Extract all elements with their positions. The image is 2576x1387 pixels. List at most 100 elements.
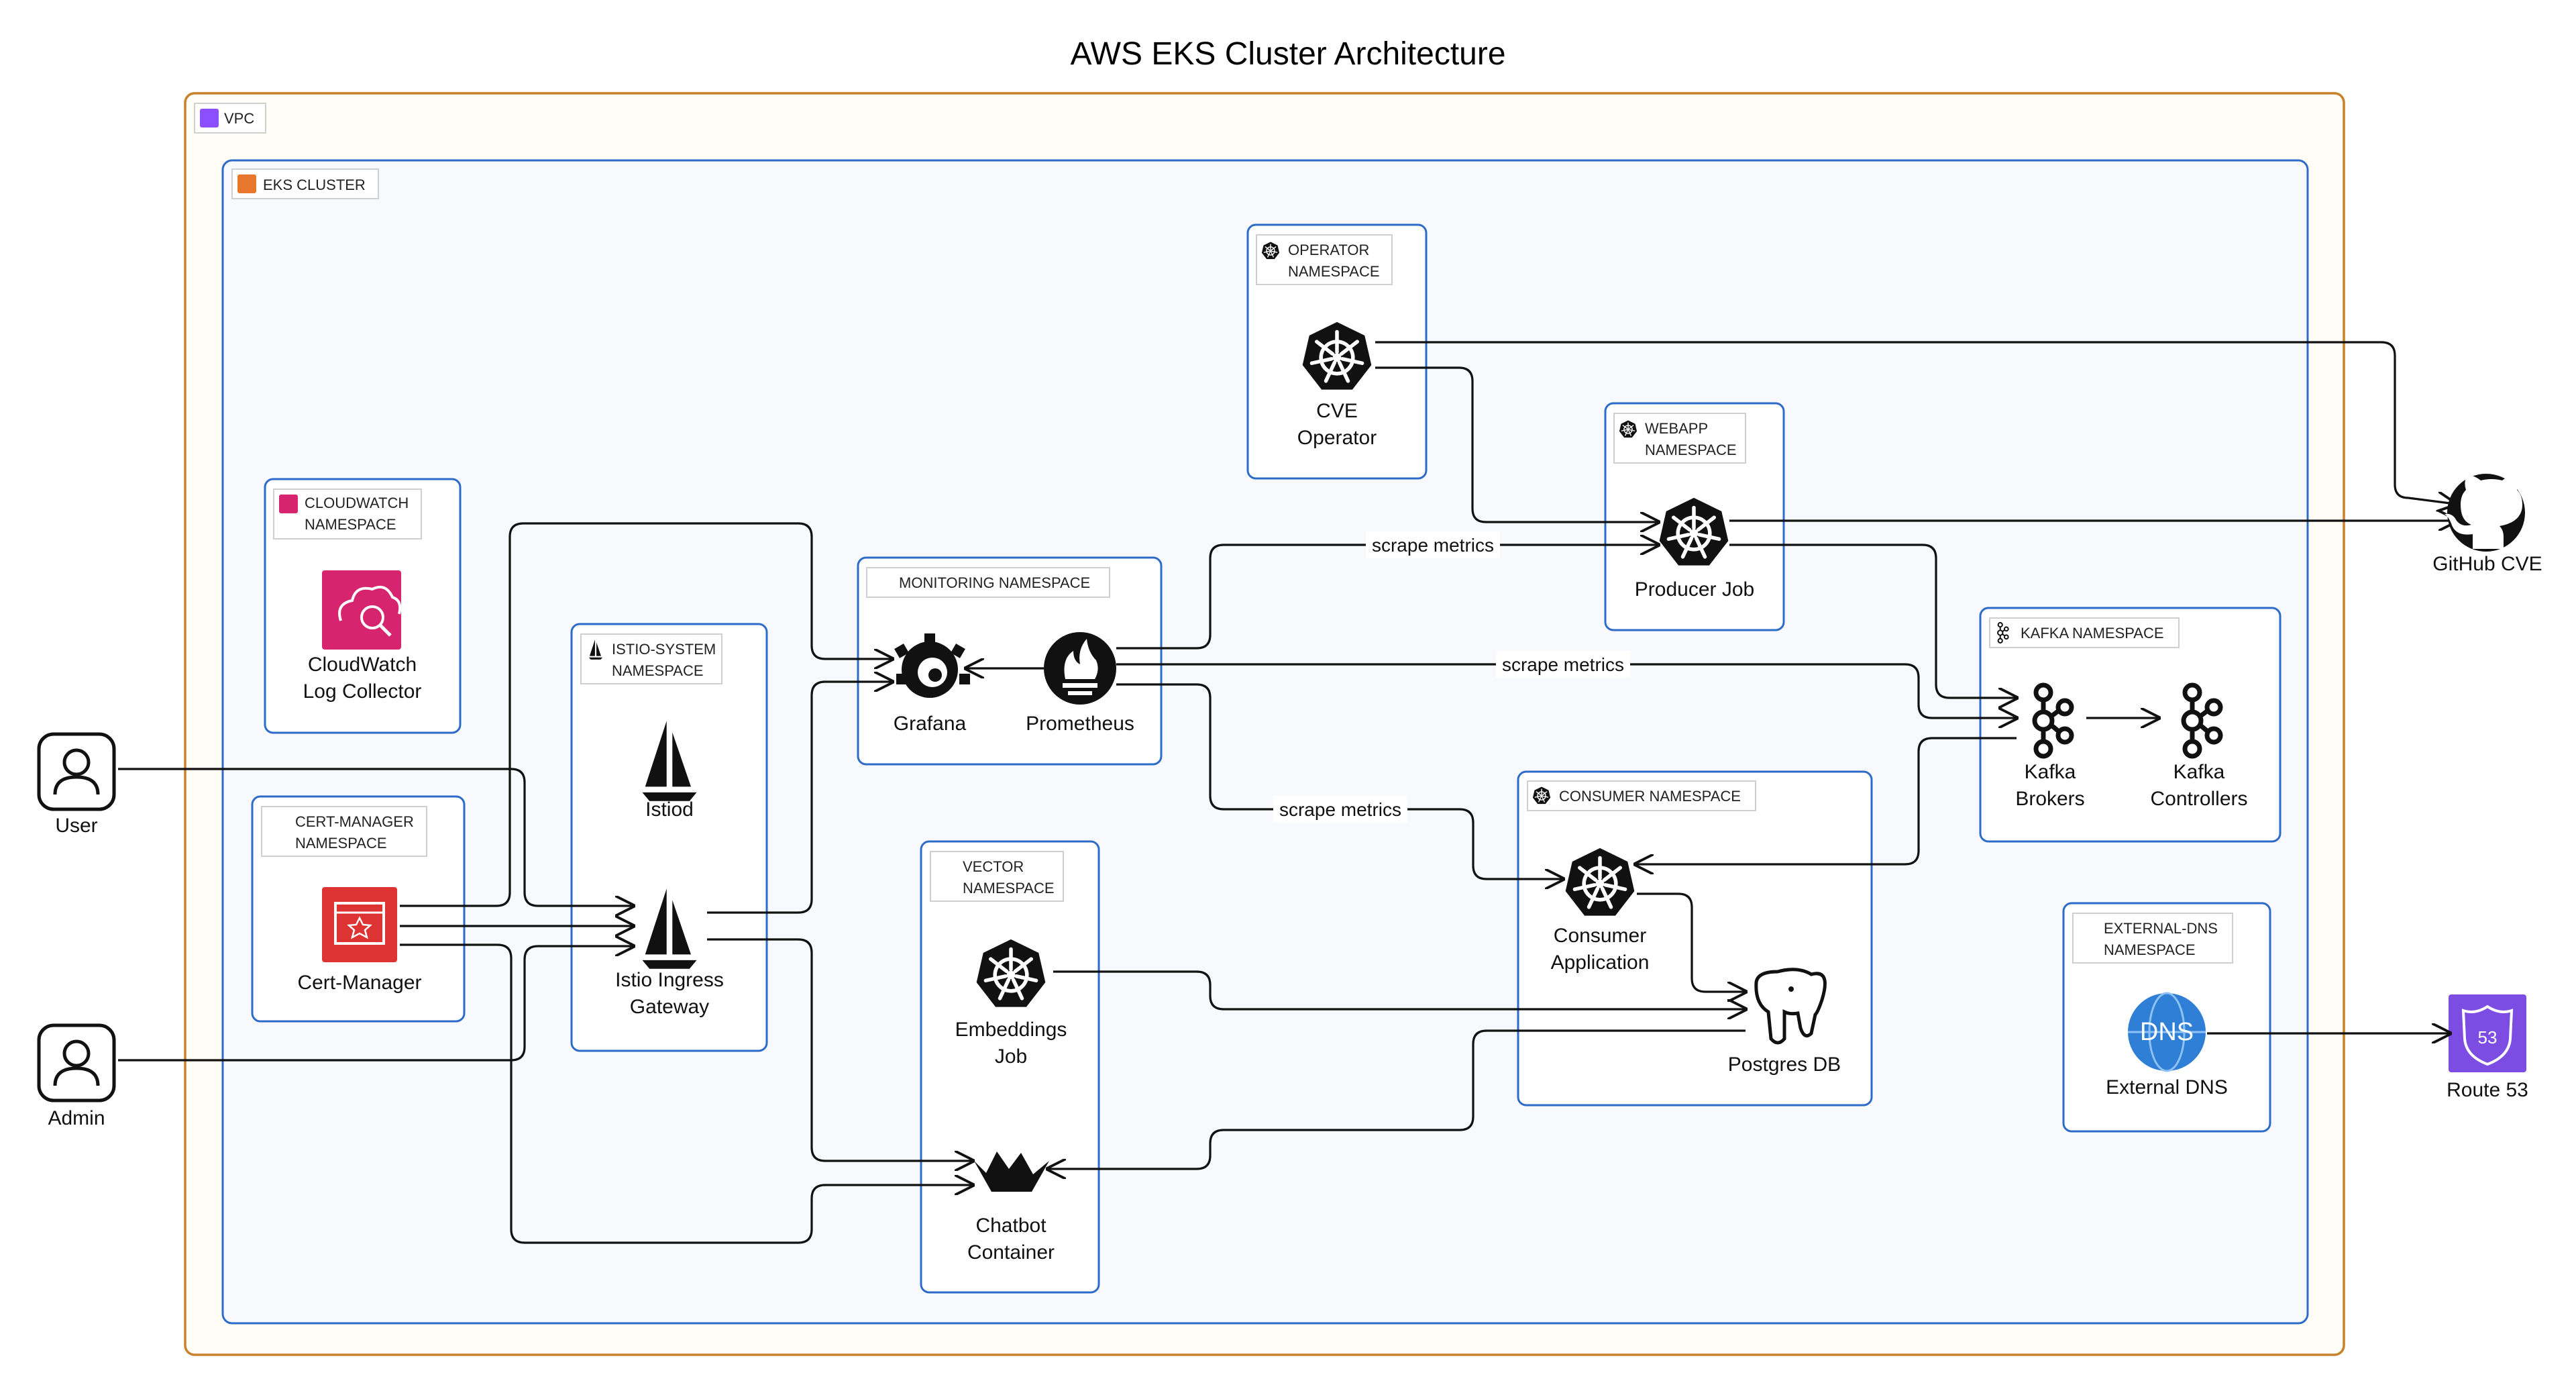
node-label: Container: [967, 1241, 1055, 1264]
node-label: Postgres DB: [1728, 1054, 1841, 1076]
consumer-namespace-label: CONSUMER NAMESPACE: [1559, 788, 1741, 805]
edge-consumer-to-postgres: [1637, 892, 1746, 992]
node-label: Operator: [1297, 427, 1377, 449]
cloudwatch-namespace-label-2: NAMESPACE: [305, 516, 396, 533]
operator-namespace-label-1: OPERATOR: [1288, 242, 1369, 258]
edge-admin-to-gateway: [118, 946, 633, 1062]
cloudwatch-icon: [322, 570, 401, 650]
node-label: Embeddings: [955, 1019, 1067, 1041]
node-label: Prometheus: [1026, 713, 1134, 735]
kafka-controllers-node[interactable]: Kafka Controllers: [2150, 685, 2248, 810]
grafana-node[interactable]: Grafana: [894, 633, 970, 735]
user-actor[interactable]: User: [39, 734, 114, 837]
node-label: Application: [1551, 952, 1650, 974]
connectors: [118, 341, 2457, 1244]
node-label: Controllers: [2150, 788, 2247, 810]
dns-globe-icon: DNS: [2128, 992, 2206, 1072]
vector-namespace-label-1: VECTOR: [963, 858, 1024, 875]
node-label: CVE: [1316, 400, 1358, 422]
postgres-elephant-icon: [1754, 968, 1827, 1045]
node-label: Consumer: [1554, 925, 1646, 947]
certificate-icon: [322, 887, 397, 962]
node-label: Kafka: [2025, 761, 2076, 783]
node-label: Log Collector: [303, 680, 422, 703]
route53-node[interactable]: 53 Route 53: [2447, 994, 2528, 1101]
vpc-label: VPC: [224, 110, 254, 127]
producer-job-node[interactable]: Producer Job: [1635, 498, 1754, 601]
edge-certmanager-to-grafana: [400, 522, 892, 907]
edge-gateway-to-grafana: [707, 682, 892, 914]
diagram-title: AWS EKS Cluster Architecture: [1070, 36, 1505, 72]
eks-label: EKS CLUSTER: [263, 176, 366, 193]
admin-icon: [39, 1025, 114, 1100]
istio-namespace-label-2: NAMESPACE: [612, 662, 704, 679]
node-label: User: [55, 815, 97, 837]
node-label: Grafana: [894, 713, 967, 735]
istiod-node[interactable]: Istiod: [642, 721, 697, 821]
external-dns-namespace-label-1: EXTERNAL-DNS: [2104, 920, 2218, 937]
edge-certmanager-to-chatbot: [400, 943, 973, 1244]
node-label: Kafka: [2174, 761, 2225, 783]
edge-postgres-to-chatbot: [1048, 1029, 1746, 1169]
kafka-brokers-node[interactable]: Kafka Brokers: [2015, 685, 2085, 810]
webapp-namespace-label-2: NAMESPACE: [1645, 442, 1737, 458]
kafka-namespace: KAFKA NAMESPACE: [1979, 607, 2282, 843]
cve-operator-node[interactable]: CVE Operator: [1297, 322, 1377, 449]
cloudwatch-node[interactable]: CloudWatch Log Collector: [303, 570, 422, 703]
prometheus-icon: [1044, 632, 1116, 705]
embeddings-job-node[interactable]: Embeddings Job: [955, 939, 1067, 1068]
github-cve-node[interactable]: GitHub CVE: [2432, 474, 2542, 575]
edge-operator-to-github: [1375, 341, 2455, 504]
edge-label-scrape-consumer: scrape metrics: [1273, 796, 1407, 823]
node-label: Brokers: [2015, 788, 2084, 810]
node-label: Cert-Manager: [297, 972, 421, 994]
cloudwatch-namespace-label-1: CLOUDWATCH: [305, 495, 409, 511]
edge-gateway-to-chatbot: [707, 938, 973, 1161]
edge-prometheus-scrape-kafka: [1116, 663, 2017, 718]
node-label: External DNS: [2106, 1076, 2228, 1098]
edge-label-scrape-webapp: scrape metrics: [1366, 531, 1500, 558]
monitoring-namespace: MONITORING NAMESPACE: [857, 556, 1163, 766]
edge-label-text: scrape metrics: [1372, 535, 1494, 556]
node-label: Job: [995, 1045, 1027, 1068]
user-icon: [39, 734, 114, 809]
chatbot-container-node[interactable]: Chatbot Container: [967, 1151, 1055, 1264]
istio-namespace-label-1: ISTIO-SYSTEM: [612, 641, 716, 658]
external-dns-node[interactable]: DNS External DNS: [2106, 992, 2228, 1098]
monitoring-namespace-label: MONITORING NAMESPACE: [899, 574, 1090, 591]
github-icon: [2445, 474, 2525, 552]
edge-producer-to-kafka: [1729, 544, 2017, 698]
cloudwatch-namespace: CLOUDWATCH NAMESPACE: [264, 478, 462, 734]
grafana-icon: [894, 633, 970, 698]
edge-label-text: scrape metrics: [1279, 799, 1401, 820]
vpc-badge-icon: [200, 109, 219, 127]
istio-ingress-gateway-node[interactable]: Istio Ingress Gateway: [615, 888, 724, 1018]
node-label: Chatbot: [975, 1215, 1046, 1237]
webapp-namespace-label-1: WEBAPP: [1645, 420, 1708, 437]
cert-manager-node[interactable]: Cert-Manager: [297, 887, 422, 994]
ship-icon: [974, 1151, 1049, 1192]
kafka-namespace-label: KAFKA NAMESPACE: [2021, 625, 2164, 641]
cert-manager-namespace-label-2: NAMESPACE: [295, 835, 387, 852]
node-label: Admin: [48, 1107, 105, 1129]
node-label: CloudWatch: [308, 654, 417, 676]
admin-actor[interactable]: Admin: [39, 1025, 114, 1129]
node-label: Producer Job: [1635, 578, 1754, 601]
edge-label-scrape-kafka: scrape metrics: [1496, 651, 1630, 678]
edge-operator-to-producer: [1375, 366, 1658, 522]
consumer-application-node[interactable]: Consumer Application: [1551, 848, 1650, 974]
node-label: Istio Ingress: [615, 969, 724, 991]
vector-namespace-label-2: NAMESPACE: [963, 880, 1055, 896]
route53-icon-text: 53: [2478, 1027, 2498, 1047]
edge-user-to-gateway: [118, 768, 633, 906]
postgres-db-node[interactable]: Postgres DB: [1728, 968, 1841, 1076]
node-label: Route 53: [2447, 1079, 2528, 1101]
operator-namespace-label-2: NAMESPACE: [1288, 263, 1380, 280]
edge-label-text: scrape metrics: [1502, 654, 1624, 675]
external-dns-namespace-label-2: NAMESPACE: [2104, 941, 2196, 958]
cert-manager-namespace-label-1: CERT-MANAGER: [295, 813, 414, 830]
node-label: Gateway: [630, 996, 709, 1018]
prometheus-node[interactable]: Prometheus: [1026, 632, 1134, 735]
node-label: GitHub CVE: [2432, 553, 2542, 575]
